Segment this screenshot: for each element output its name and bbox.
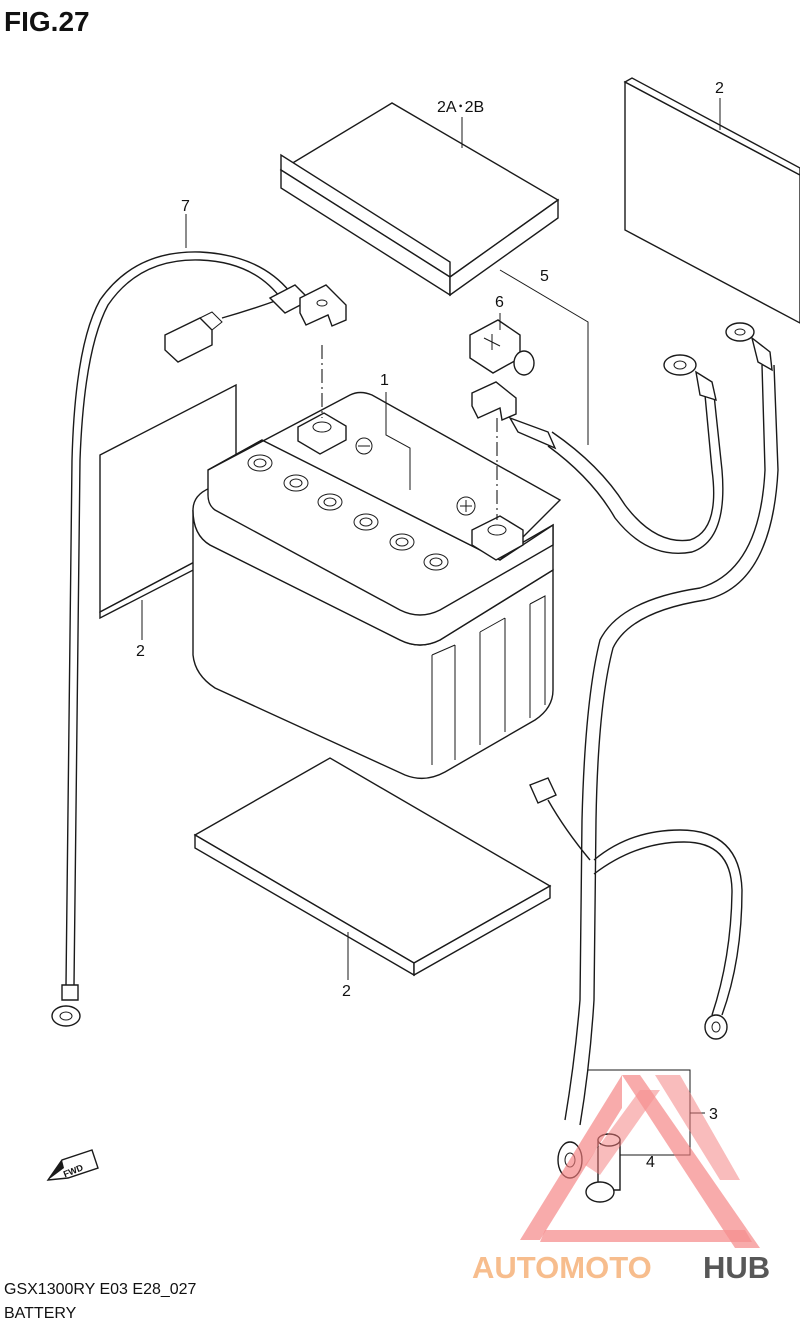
pad-2a-2b: [279, 102, 560, 297]
cable-5: [469, 319, 724, 554]
callout-2a-2b: 2A･2B: [437, 99, 484, 116]
callout-2-top: 2: [715, 80, 724, 97]
callout-1: 1: [380, 372, 389, 389]
callout-5: 5: [540, 268, 549, 285]
callout-3: 3: [709, 1106, 718, 1123]
figure-caption: BATTERY: [4, 1305, 77, 1322]
figure-title: FIG.27: [4, 6, 90, 37]
cable-7: [51, 251, 347, 1027]
watermark-logo: AUTOMOTO HUB: [472, 1075, 770, 1285]
pad-top-right: [623, 77, 800, 324]
callout-6: 6: [495, 294, 504, 311]
watermark-text-primary: AUTOMOTO: [472, 1250, 652, 1285]
fwd-arrow-icon: FWD: [46, 1149, 99, 1181]
watermark-text-secondary: HUB: [703, 1250, 770, 1285]
callout-4: 4: [646, 1154, 655, 1171]
model-code: GSX1300RY E03 E28_027: [4, 1281, 197, 1298]
callout-2-left: 2: [136, 643, 145, 660]
pad-bottom: [193, 757, 552, 977]
callout-2-bottom: 2: [342, 983, 351, 1000]
callout-7: 7: [181, 198, 190, 215]
battery-body: [192, 391, 562, 780]
